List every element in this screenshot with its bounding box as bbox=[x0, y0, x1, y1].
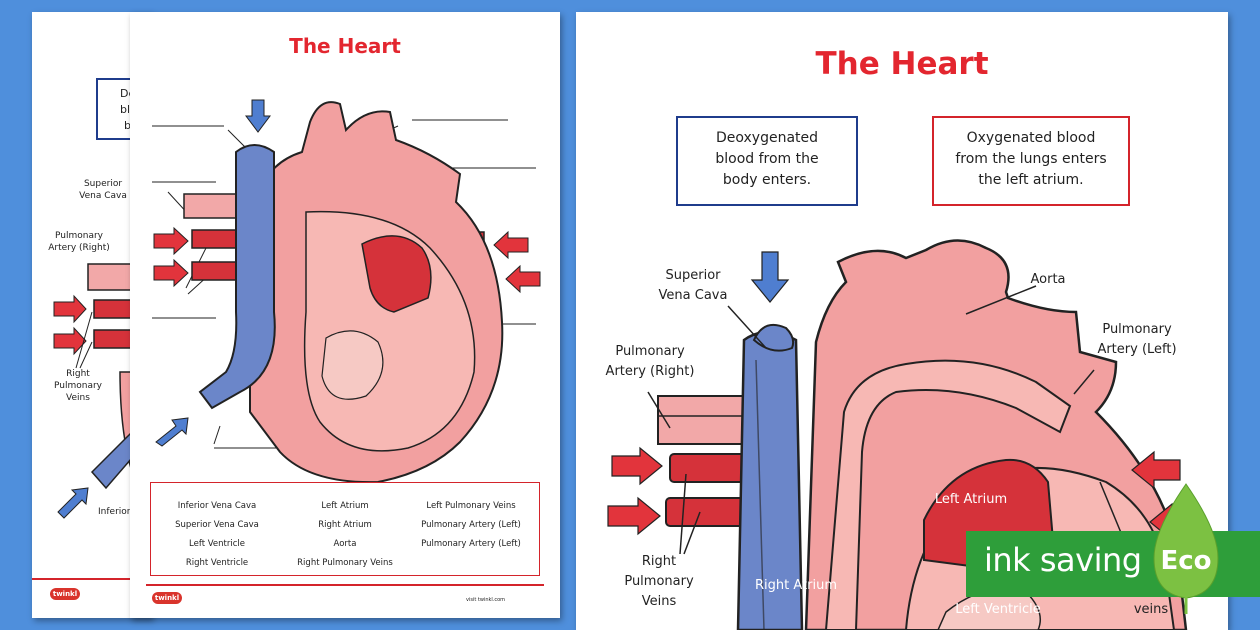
back-rpv-l3: Veins bbox=[66, 393, 90, 403]
rpv-line-2: Pulmonary bbox=[624, 574, 694, 589]
label-pulmonary-artery-left: Pulmonary Artery (Left) bbox=[1082, 320, 1192, 360]
worksheet-front: The Heart Deoxygenated blood from the bo… bbox=[576, 12, 1228, 630]
wb-2-1: Aorta bbox=[333, 539, 357, 549]
wb-1-1: Right Atrium bbox=[318, 520, 372, 530]
oxy-box bbox=[932, 116, 1130, 206]
back-box-frag-2: bl bbox=[120, 103, 131, 116]
deoxy-text: Deoxygenated blood from the body enters. bbox=[676, 128, 858, 191]
mid-twinkl-logo: twinkl bbox=[152, 592, 182, 604]
back-twinkl-logo: twinkl bbox=[50, 588, 80, 600]
wb-3-1: Right Pulmonary Veins bbox=[297, 558, 393, 568]
back-box-frag-3: b bbox=[124, 119, 131, 132]
back-superior-label: Superior Vena Cava bbox=[78, 178, 128, 202]
back-footer-line bbox=[32, 578, 152, 580]
deoxy-line-2: blood from the bbox=[715, 151, 819, 167]
ink-saving-text: ink saving bbox=[984, 541, 1142, 579]
label-right-atrium: Right Atrium bbox=[755, 578, 837, 593]
back-pulm-right-l2: Artery (Right) bbox=[48, 243, 110, 253]
mid-page-title: The Heart bbox=[289, 34, 401, 58]
word-bank: Inferior Vena Cava Left Atrium Left Pulm… bbox=[150, 482, 540, 576]
mid-heart-diagram bbox=[152, 99, 541, 482]
oxy-text: Oxygenated blood from the lungs enters t… bbox=[932, 128, 1130, 191]
wb-2-2: Pulmonary Artery (Left) bbox=[421, 539, 521, 549]
pal-line-1: Pulmonary bbox=[1102, 322, 1172, 337]
back-pulm-right-l1: Pulmonary bbox=[55, 231, 103, 241]
label-veins: veins bbox=[1133, 602, 1169, 617]
mid-footer-url: visit twinkl.com bbox=[466, 597, 506, 603]
back-pulm-right-label: Pulmonary Artery (Right) bbox=[46, 230, 112, 254]
wb-0-2: Left Pulmonary Veins bbox=[426, 501, 516, 511]
deoxy-line-3: body enters. bbox=[722, 172, 812, 188]
oxy-line-2: from the lungs enters bbox=[955, 151, 1107, 167]
back-rpv-l2: Pulmonary bbox=[54, 381, 102, 391]
label-left-ventricle: Left Ventricle bbox=[955, 602, 1041, 617]
back-right-pulm-veins-label: Right Pulmonary Veins bbox=[50, 368, 106, 404]
wb-3-0: Right Ventricle bbox=[185, 558, 249, 568]
svc-line-2: Vena Cava bbox=[658, 288, 728, 303]
label-aorta: Aorta bbox=[1030, 272, 1066, 287]
back-rpv-l1: Right bbox=[66, 369, 90, 379]
oxy-line-3: the left atrium. bbox=[978, 172, 1084, 188]
label-superior-vena-cava: Superior Vena Cava bbox=[646, 266, 740, 306]
back-superior-l2: Vena Cava bbox=[79, 191, 127, 201]
label-left-atrium: Left Atrium bbox=[934, 492, 1008, 507]
rpv-line-3: Veins bbox=[641, 594, 677, 609]
wb-1-2: Pulmonary Artery (Left) bbox=[421, 520, 521, 530]
page-title: The Heart bbox=[815, 46, 989, 82]
rpv-line-1: Right bbox=[641, 554, 677, 569]
par-line-1: Pulmonary bbox=[615, 344, 685, 359]
back-deoxy-box bbox=[96, 78, 152, 140]
label-right-pulmonary-veins: Right Pulmonary Veins bbox=[614, 552, 704, 612]
par-line-2: Artery (Right) bbox=[605, 364, 695, 379]
eco-label: Eco bbox=[1160, 546, 1212, 576]
svc-line-1: Superior bbox=[665, 268, 721, 283]
mid-footer-line bbox=[146, 584, 544, 586]
worksheet-middle: The Heart bbox=[130, 12, 560, 618]
wb-0-1: Left Atrium bbox=[321, 501, 369, 511]
back-inferior-label: Inferior bbox=[98, 507, 131, 517]
wb-0-0: Inferior Vena Cava bbox=[177, 501, 257, 511]
pal-line-2: Artery (Left) bbox=[1097, 342, 1177, 357]
wb-1-0: Superior Vena Cava bbox=[175, 520, 259, 530]
oxy-line-1: Oxygenated blood bbox=[966, 130, 1096, 146]
deoxy-box bbox=[676, 116, 858, 206]
label-pulmonary-artery-right: Pulmonary Artery (Right) bbox=[598, 342, 702, 382]
deoxy-line-1: Deoxygenated bbox=[715, 130, 819, 146]
back-superior-l1: Superior bbox=[83, 179, 123, 189]
wb-2-0: Left Ventricle bbox=[189, 539, 245, 549]
